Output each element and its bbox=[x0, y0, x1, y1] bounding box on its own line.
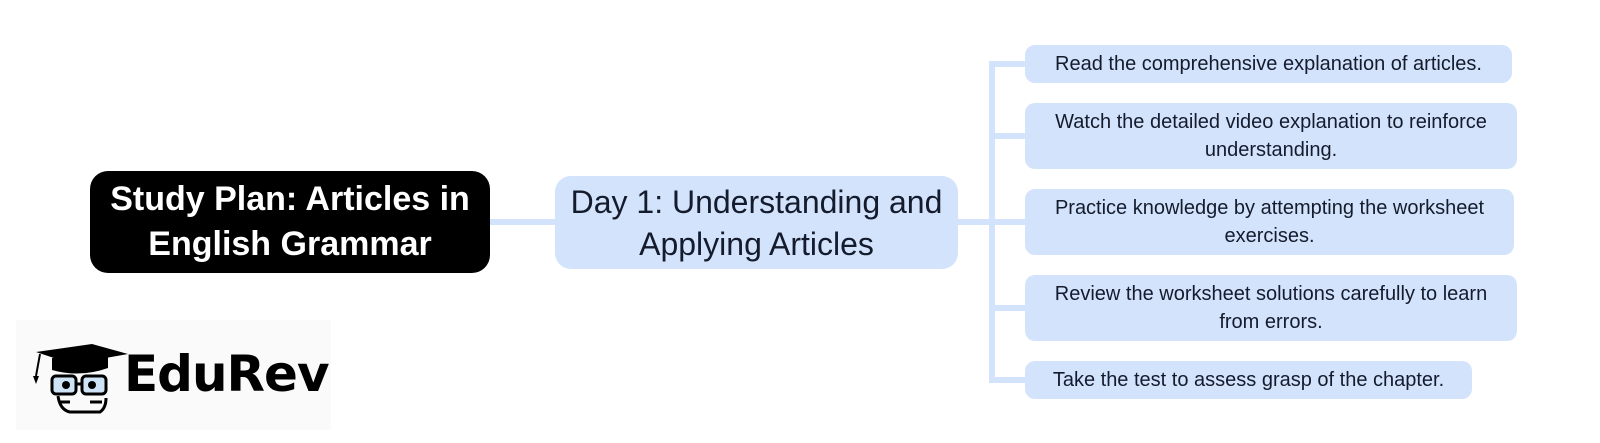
task-label: Read the comprehensive explanation of ar… bbox=[1055, 53, 1482, 75]
task-label: Watch the detailed video explanation to … bbox=[1055, 111, 1487, 161]
graduation-cap-mascot-icon bbox=[33, 344, 128, 414]
root-node: Study Plan: Articles in English Grammar bbox=[90, 171, 490, 273]
task-label: Practice knowledge by attempting the wor… bbox=[1054, 197, 1485, 247]
day-node: Day 1: Understanding and Applying Articl… bbox=[555, 176, 958, 269]
task-node-watch: Watch the detailed video explanation to … bbox=[1025, 103, 1517, 169]
task-node-practice: Practice knowledge by attempting the wor… bbox=[1025, 189, 1514, 255]
edurev-logo: EduRev bbox=[16, 320, 331, 430]
task-node-test: Take the test to assess grasp of the cha… bbox=[1025, 361, 1472, 399]
logo-wordmark: EduRev bbox=[124, 345, 330, 403]
task-label: Take the test to assess grasp of the cha… bbox=[1052, 369, 1445, 391]
task-node-review: Review the worksheet solutions carefully… bbox=[1025, 275, 1517, 341]
day-node-label: Day 1: Understanding and Applying Articl… bbox=[570, 183, 943, 262]
root-node-label: Study Plan: Articles in English Grammar bbox=[110, 180, 470, 263]
task-label: Review the worksheet solutions carefully… bbox=[1054, 283, 1488, 333]
task-node-read: Read the comprehensive explanation of ar… bbox=[1025, 45, 1512, 83]
